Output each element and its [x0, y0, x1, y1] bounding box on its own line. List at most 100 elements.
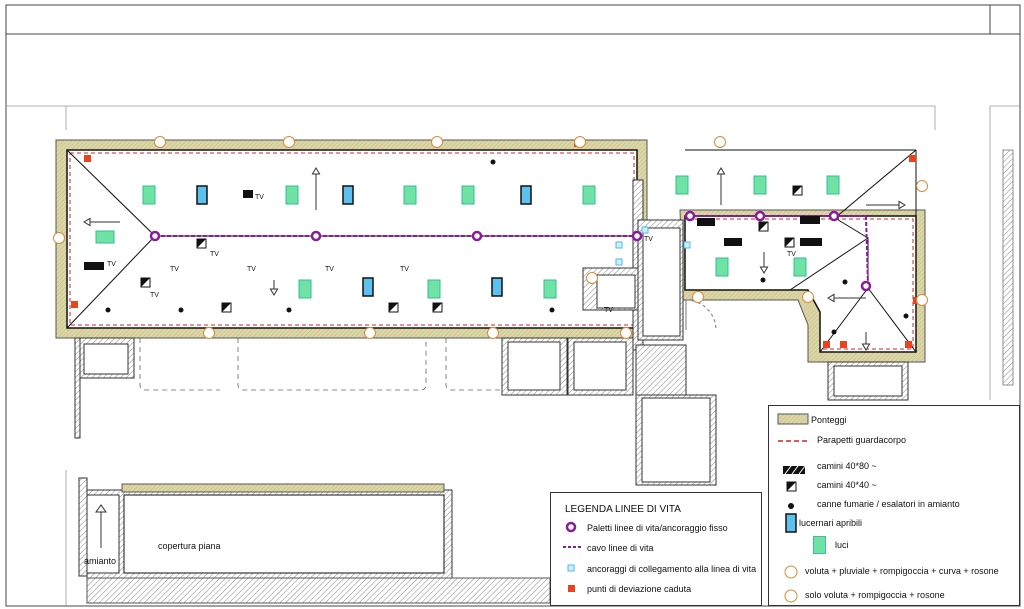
- downpipe-marker: [154, 136, 166, 148]
- skylight-mark: [342, 185, 354, 205]
- lower-building: [78, 477, 551, 604]
- light-mark: [675, 175, 689, 195]
- legend-volute-full-label: voluta + pluviale + rompigoccia + curva …: [805, 566, 999, 576]
- central-block: [74, 179, 909, 486]
- downpipe-marker: [620, 327, 632, 339]
- flue-mark: [286, 307, 292, 313]
- legend-cable-label: cavo linee di vita: [587, 543, 654, 553]
- flue-mark: [760, 277, 766, 283]
- skylight-mark: [362, 277, 374, 297]
- downpipe-marker: [364, 327, 376, 339]
- flue-mark: [490, 159, 496, 165]
- tv-label: TV: [644, 236, 653, 243]
- volute-only-symbol: [784, 589, 798, 603]
- lifeline-post: [684, 210, 696, 222]
- lifeline-post: [828, 210, 840, 222]
- fall-point: [823, 341, 830, 348]
- downpipe-marker: [586, 272, 598, 284]
- flue-mark: [903, 313, 909, 319]
- light-mark: [461, 185, 475, 205]
- lifeline-post: [754, 210, 766, 222]
- skylight-mark: [520, 185, 532, 205]
- legend-flue-label: canne fumarie / esalatori in amianto: [817, 499, 960, 509]
- downpipe-marker: [692, 291, 704, 303]
- covered-roof-label: copertura piana: [158, 541, 221, 551]
- chimney-80-mark: [800, 238, 822, 246]
- lifeline-post: [149, 230, 161, 242]
- downpipe-marker: [487, 327, 499, 339]
- tv-label: TV: [787, 251, 796, 258]
- light-mark: [285, 185, 299, 205]
- lifeline-post: [310, 230, 322, 242]
- chimney40-symbol: [786, 481, 797, 492]
- tv-label: TV: [170, 266, 179, 273]
- light-mark: [543, 279, 557, 299]
- fall-point: [84, 155, 91, 162]
- light-symbol: [807, 536, 811, 540]
- drawing-frame: [5, 4, 1021, 607]
- legend-parapet-label: Parapetti guardacorpo: [817, 435, 907, 445]
- chimney-40-fill: [759, 222, 768, 231]
- downpipe-marker: [802, 291, 814, 303]
- lifeline-post: [631, 230, 643, 242]
- scaffold-symbol: [777, 413, 809, 425]
- tv-label: TV: [150, 292, 159, 299]
- post-symbol: [565, 521, 577, 533]
- light-mark: [142, 185, 156, 205]
- legend-lifelines: LEGENDA LINEE DI VITA Paletti linee di v…: [550, 492, 762, 606]
- skylight-symbol: [785, 513, 797, 533]
- legend-general: Ponteggi Parapetti guardacorpo camini 40…: [768, 405, 1020, 606]
- slope-arrowhead: [311, 167, 321, 175]
- chimney-40-fill: [197, 239, 206, 248]
- slope-arrowhead: [861, 343, 871, 351]
- flue-mark: [549, 307, 555, 313]
- downpipe-marker: [53, 232, 65, 244]
- tv-label: TV: [107, 261, 116, 268]
- light-mark: [403, 185, 417, 205]
- tv-label: TV: [255, 194, 264, 201]
- chimney80-symbol: [783, 465, 806, 475]
- volute-full-symbol: [784, 565, 798, 579]
- light-mark: [826, 175, 840, 195]
- anchor-symbol: [567, 564, 575, 572]
- slope-arrowhead: [827, 293, 835, 303]
- chimney-80-mark: [84, 262, 104, 270]
- chimney-40-fill: [141, 278, 150, 287]
- legend-scaffold-label: Ponteggi: [811, 415, 847, 425]
- legend-chimney80-label: camini 40*80 ~: [817, 461, 877, 471]
- tv-label: TV: [604, 307, 613, 314]
- chimney-80-mark: [800, 216, 820, 224]
- downpipe-marker: [714, 136, 726, 148]
- legend-chimney40-label: camini 40*40 ~: [817, 480, 877, 490]
- lifeline-post: [860, 280, 872, 292]
- downpipe-marker: [916, 180, 928, 192]
- legend-lifelines-title: LEGENDA LINEE DI VITA: [565, 504, 681, 515]
- flue-mark: [842, 279, 848, 285]
- legend-skylight-label: lucernari apribili: [799, 518, 863, 528]
- slope-arrowhead: [759, 266, 769, 274]
- downpipe-marker: [431, 136, 443, 148]
- skylight-mark: [196, 185, 208, 205]
- legend-general-symbols: [777, 413, 811, 603]
- tv-label: TV: [325, 266, 334, 273]
- light-mark: [793, 257, 807, 277]
- flue-mark: [105, 307, 111, 313]
- legend-post-label: Paletti linee di vita/ancoraggio fisso: [587, 523, 728, 533]
- lifeline-post: [471, 230, 483, 242]
- light-mark: [753, 175, 767, 195]
- anchor-point: [615, 258, 623, 266]
- tv-label: TV: [247, 266, 256, 273]
- fall-point: [71, 301, 78, 308]
- flue-mark: [831, 329, 837, 335]
- surrounding-outlines: [6, 105, 1020, 606]
- anchor-point: [641, 226, 649, 234]
- tv-label: TV: [210, 251, 219, 258]
- fall-symbol: [568, 585, 575, 592]
- legend-lifelines-symbols: [563, 521, 581, 592]
- light-mark: [95, 230, 115, 244]
- legend-light-swatch: [813, 536, 826, 554]
- legend-volute-only-label: solo voluta + rompigoccia + rosone: [805, 590, 945, 600]
- chimney-80-mark: [724, 238, 742, 246]
- dashed-footprint: [139, 338, 500, 391]
- light-mark: [582, 185, 596, 205]
